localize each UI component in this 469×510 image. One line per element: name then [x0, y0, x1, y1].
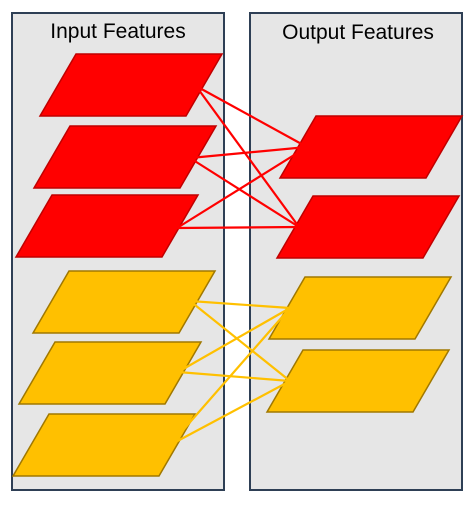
- input-feature-map-4: [31, 270, 217, 334]
- input-feature-map-6: [11, 413, 197, 477]
- connection-line-5: [176, 146, 308, 229]
- input-feature-map-5: [17, 341, 203, 405]
- output-feature-map-2: [275, 195, 461, 259]
- connection-line-4: [189, 157, 300, 228]
- connection-line-11: [169, 307, 291, 446]
- output-features-title: Output Features: [282, 21, 434, 44]
- input-feature-maps: [11, 53, 224, 477]
- connection-line-6: [176, 225, 300, 230]
- output-feature-map-4: [265, 349, 451, 413]
- input-feature-map-1: [38, 53, 224, 117]
- connection-line-2: [195, 85, 300, 228]
- input-feature-map-3: [14, 194, 200, 258]
- input-feature-map-2: [32, 125, 218, 189]
- connection-line-9: [177, 307, 291, 373]
- connection-line-10: [177, 370, 291, 383]
- input-features-title: Input Features: [50, 20, 185, 43]
- connection-line-1: [195, 85, 308, 148]
- connection-line-12: [169, 380, 291, 446]
- connection-line-3: [189, 145, 308, 160]
- feature-connections: [169, 85, 308, 446]
- connection-line-7: [189, 299, 291, 310]
- output-feature-maps: [265, 115, 464, 413]
- connection-line-8: [189, 300, 291, 382]
